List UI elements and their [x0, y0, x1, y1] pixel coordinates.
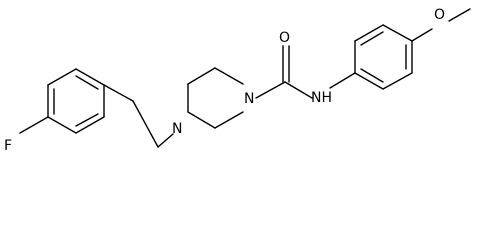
benzyl-linker [103, 84, 174, 148]
atom-label-fluorine: F [4, 138, 12, 154]
fluorophenyl-ring [47, 68, 105, 134]
methoxy-substituent: O [411, 7, 471, 42]
atom-label-piperazine-n-carbonyl: N [244, 91, 254, 107]
chemical-structure-diagram: F N N O NH O [4, 7, 471, 154]
atom-label-piperazine-n-benzyl: N [172, 121, 182, 137]
piperazine-ring: N N [172, 67, 254, 137]
atom-label-methoxy-oxygen: O [434, 7, 445, 23]
methoxyphenyl-ring [329, 24, 413, 90]
atom-label-carbonyl-oxygen: O [279, 30, 290, 46]
urea-carbonyl: O NH [255, 30, 332, 106]
fluoro-substituent: F [4, 116, 49, 154]
atom-label-amide-nh: NH [311, 90, 332, 106]
